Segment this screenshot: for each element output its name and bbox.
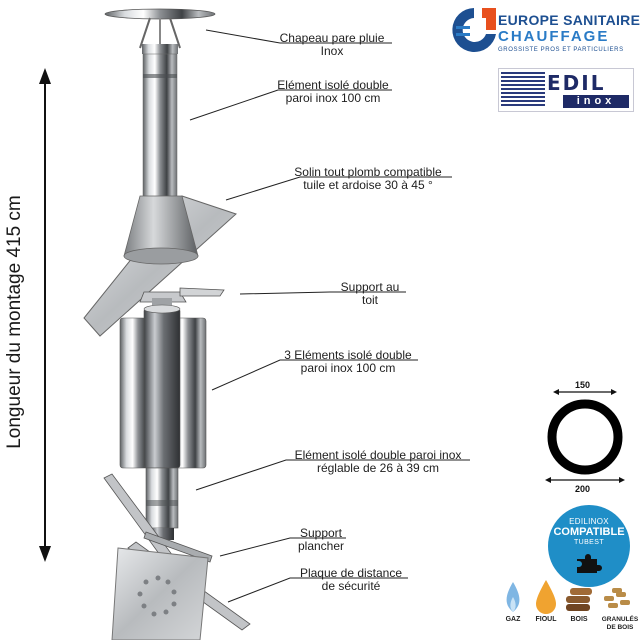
fuel-label-bois: BOIS	[570, 616, 588, 623]
fuel-label-gaz: GAZ	[505, 616, 521, 623]
fuel-gaz: GAZ	[494, 580, 532, 624]
fuel-label-granules: GRANULÉS DE BOIS	[601, 616, 639, 631]
vertical-length-label: Longueur du montage 415 cm	[4, 195, 25, 449]
badge-line2: COMPATIBLE	[553, 526, 625, 538]
edil-inox-logo: EDIL inox	[498, 68, 634, 112]
brand-logo-mark	[452, 8, 496, 52]
wood-pellets-icon	[604, 588, 630, 608]
pipe-top	[142, 53, 178, 205]
fuel-fioul: FIOUL	[527, 580, 565, 624]
edil-sub: inox	[563, 95, 629, 108]
edil-stripes	[501, 72, 545, 108]
safety-distance-plate	[111, 547, 209, 640]
compatible-badge: EDILINOX COMPATIBLE TUBEST	[548, 505, 630, 587]
diameter-diagram	[545, 389, 625, 483]
roof-support	[139, 287, 225, 308]
brand-tagline: GROSSISTE PROS ET PARTICULIERS	[498, 47, 624, 53]
leader-lines	[189, 29, 470, 603]
badge-line1: EDILINOX	[569, 517, 609, 526]
roof-flashing	[83, 195, 237, 337]
brand-name-line2: CHAUFFAGE	[498, 28, 610, 45]
rain-cap	[104, 8, 216, 54]
brand-logo: EUROPE SANITAIRE CHAUFFAGE GROSSISTE PRO…	[448, 4, 640, 60]
puzzle-icon	[577, 554, 602, 573]
oil-drop-icon	[536, 580, 556, 614]
badge-line3: TUBEST	[573, 539, 604, 546]
gas-flame-icon	[506, 582, 520, 612]
brand-name-line1: EUROPE SANITAIRE	[498, 12, 640, 28]
fuel-granules: GRANULÉS DE BOIS	[598, 580, 640, 632]
three-pipe-elements	[119, 304, 207, 469]
inner-diameter-value: 150	[575, 380, 591, 390]
height-dimension-arrow	[39, 68, 51, 562]
fuel-label-fioul: FIOUL	[535, 616, 557, 623]
fuel-bois: BOIS	[560, 580, 598, 624]
wood-logs-icon	[566, 588, 592, 611]
outer-diameter-value: 200	[575, 484, 591, 494]
edil-word: EDIL	[547, 71, 606, 95]
